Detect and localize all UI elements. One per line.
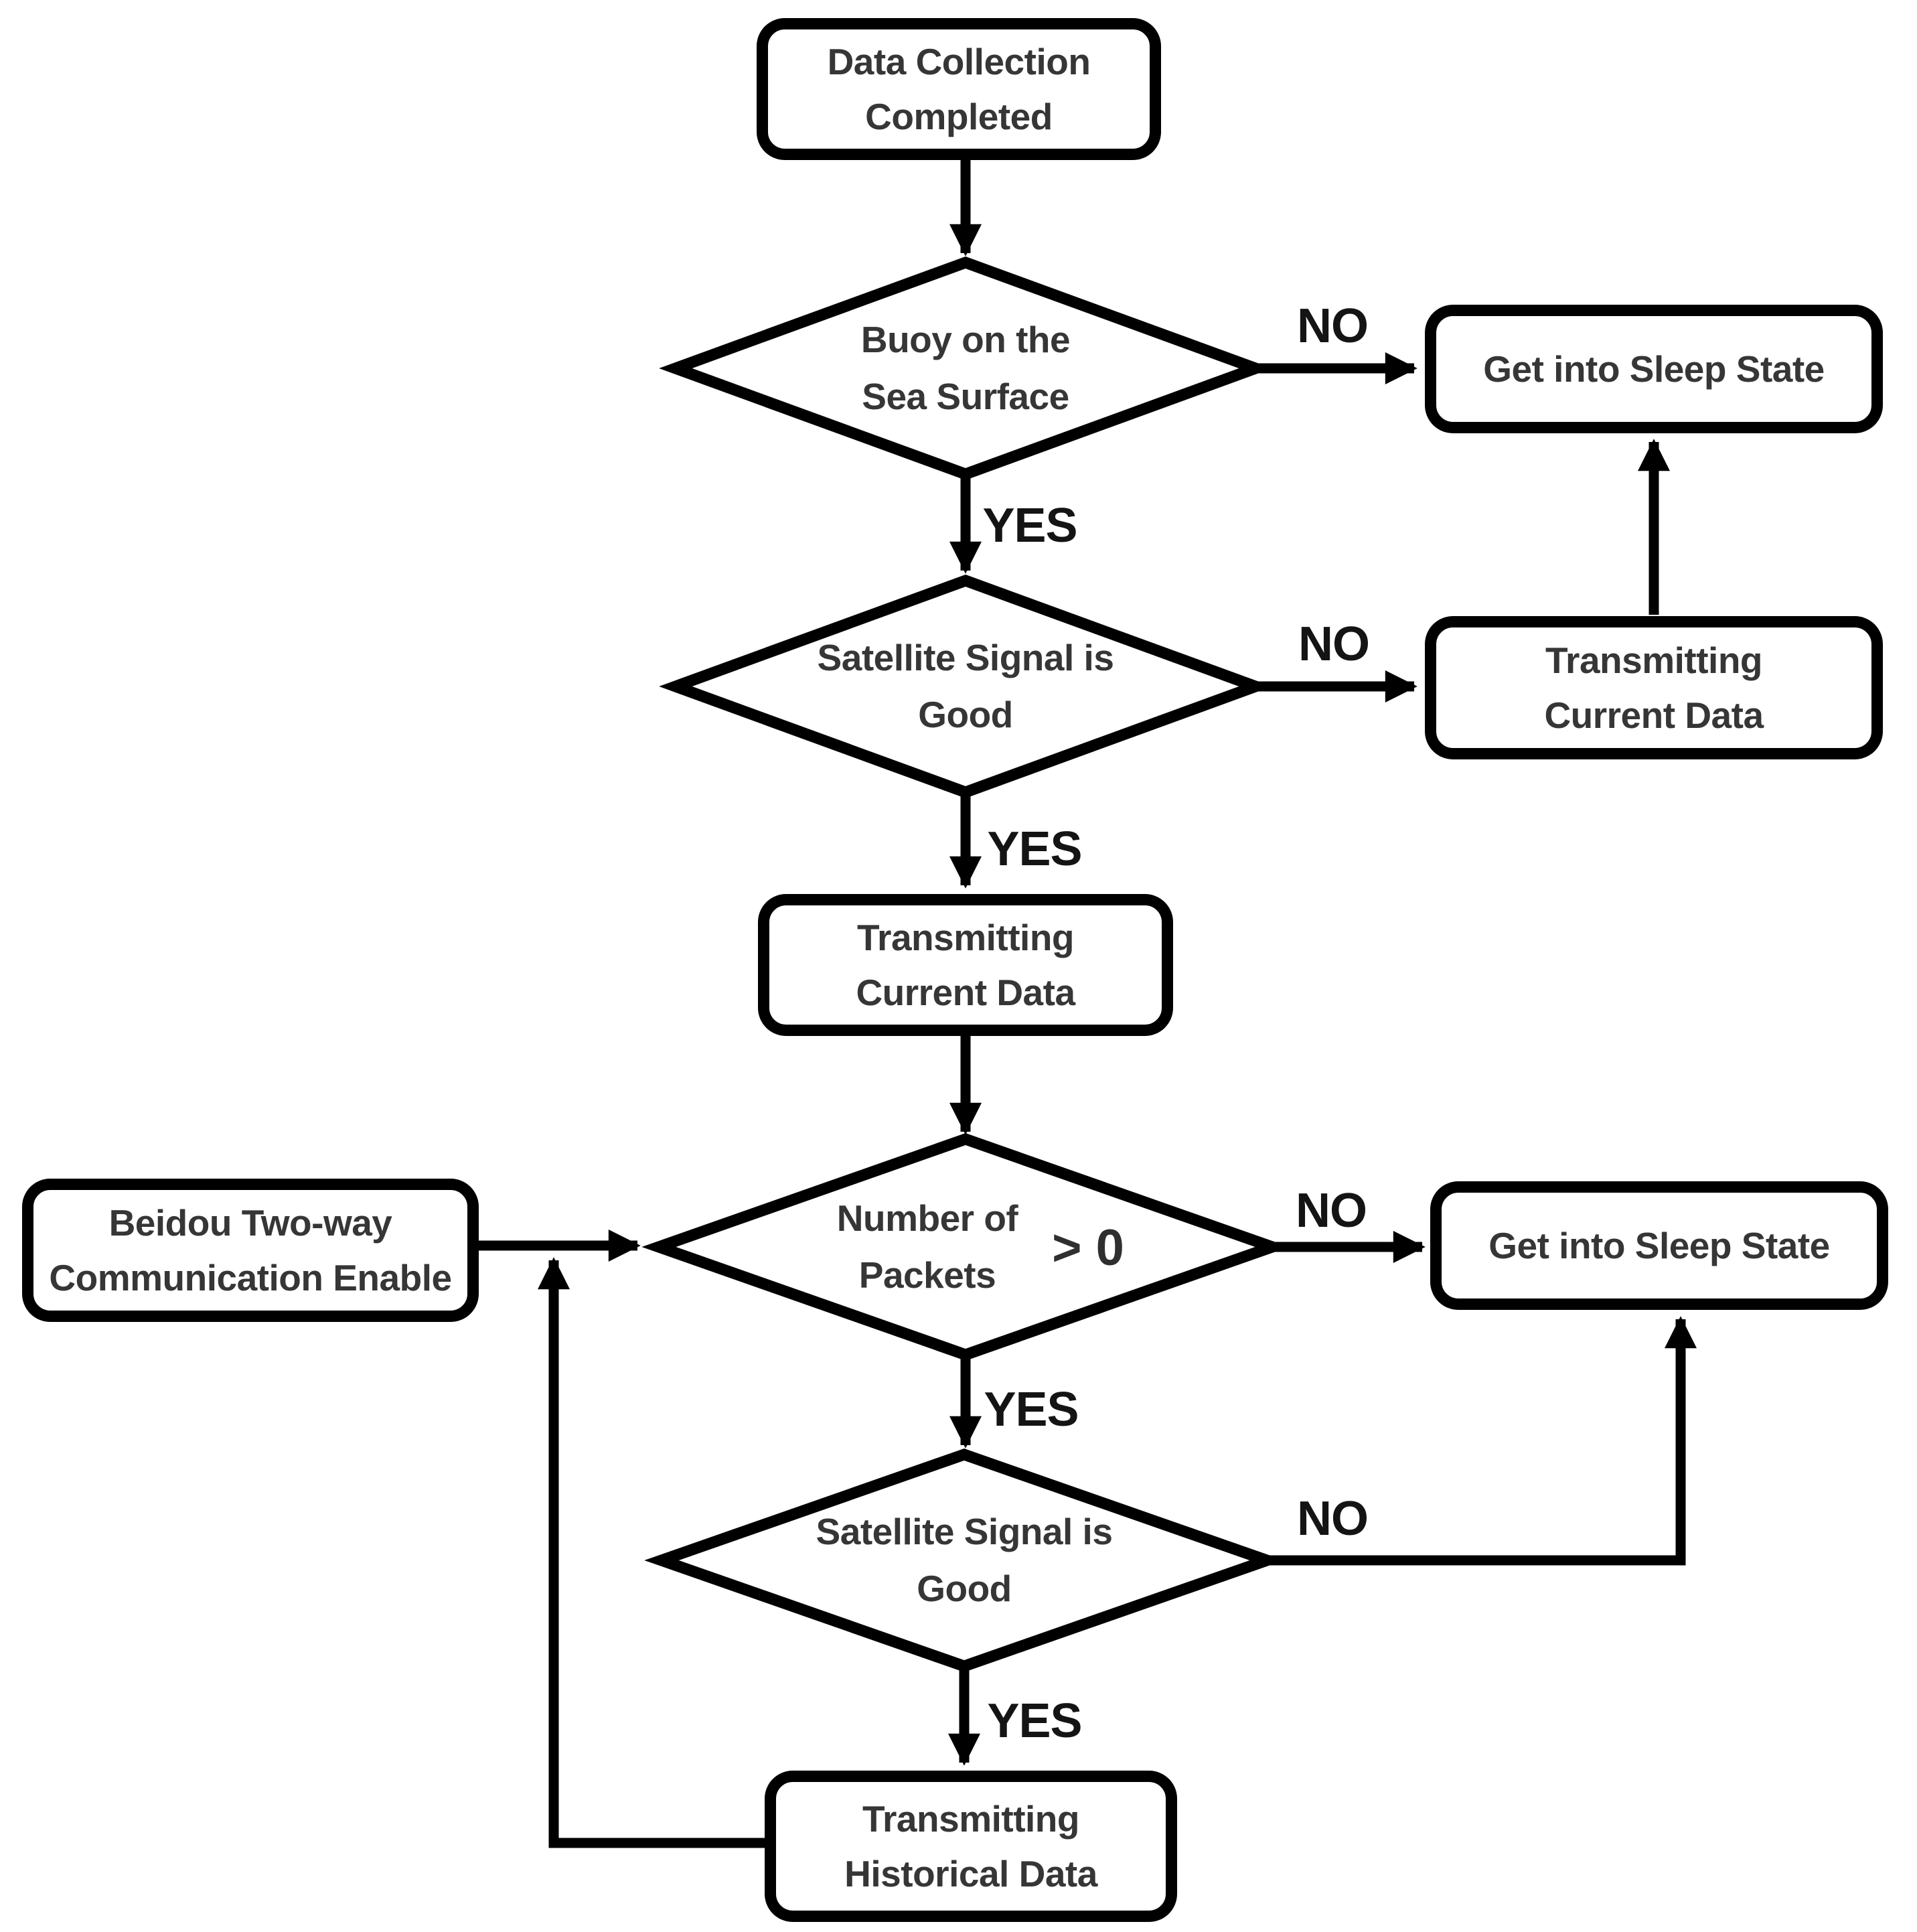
- node-transmit-current-center-label: Transmitting Current Data: [856, 916, 1075, 1014]
- node-transmit-current-center: Transmitting Current Data: [758, 894, 1173, 1036]
- decision-satellite1-shape: [659, 574, 1272, 799]
- node-sleep-state-mid: Get into Sleep State: [1430, 1181, 1888, 1310]
- decision-buoy-on-surface-shape: [659, 256, 1272, 481]
- decision-number-of-packets-shape: [641, 1132, 1290, 1361]
- decision-satellite2-shape: [644, 1448, 1284, 1673]
- node-transmit-current-right: Transmitting Current Data: [1425, 616, 1883, 759]
- node-sleep-state-top: Get into Sleep State: [1425, 305, 1883, 433]
- node-sleep-state-top-label: Get into Sleep State: [1483, 348, 1825, 390]
- node-data-collection-completed: Data Collection Completed: [757, 18, 1161, 160]
- node-beidou-two-way: Beidou Two-way Communication Enable: [22, 1179, 479, 1322]
- node-sleep-state-mid-label: Get into Sleep State: [1488, 1224, 1830, 1266]
- edge-satellite2-no-to-sleep-mid: [1264, 1316, 1697, 1566]
- node-transmit-current-right-label: Transmitting Current Data: [1544, 639, 1764, 737]
- node-transmit-historical-label: Transmitting Historical Data: [844, 1797, 1097, 1895]
- node-transmit-historical: Transmitting Historical Data: [765, 1771, 1177, 1922]
- node-data-collection-completed-label: Data Collection Completed: [827, 40, 1091, 138]
- node-beidou-two-way-label: Beidou Two-way Communication Enable: [49, 1201, 452, 1299]
- edge-historical-loop-to-packets: [538, 1257, 767, 1848]
